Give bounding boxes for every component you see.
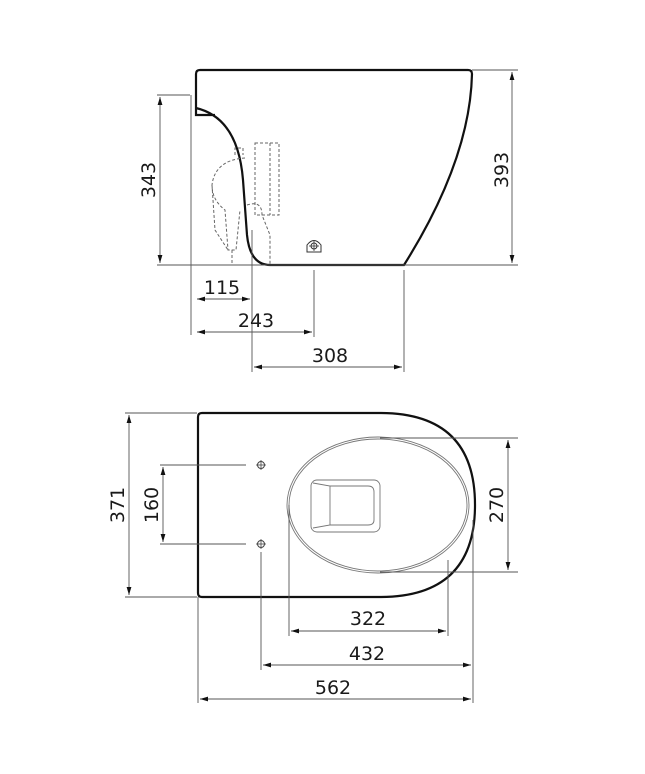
dim-label-243: 243 <box>238 310 274 332</box>
dim-label-270: 270 <box>486 487 508 523</box>
dim-label-432: 432 <box>349 643 385 665</box>
dim-fixing-offset: 243 <box>197 310 312 335</box>
dim-width-total: 371 <box>107 412 197 598</box>
dim-height-inlet: 343 <box>138 94 190 263</box>
dim-bowl-width: 270 <box>380 437 518 573</box>
dim-label-562: 562 <box>315 677 351 699</box>
top-view-outline <box>196 411 477 599</box>
side-view-outline <box>194 68 474 267</box>
dim-base-length: 308 <box>254 345 402 370</box>
top-view: 371 160 270 322 432 <box>107 411 518 703</box>
bowl-rim-inner <box>288 438 468 572</box>
dim-fixing-spacing: 160 <box>141 464 246 545</box>
dim-label-160: 160 <box>141 487 163 523</box>
bowl-rim-outer <box>286 436 470 574</box>
fixing-hole-icon <box>306 240 322 253</box>
dim-label-115: 115 <box>204 277 240 299</box>
dim-length-total: 562 <box>200 677 471 702</box>
dim-label-371: 371 <box>107 487 129 523</box>
dim-label-343: 343 <box>138 162 160 198</box>
dim-bowl-length: 322 <box>291 608 446 634</box>
dim-label-308: 308 <box>312 345 348 367</box>
dim-outlet-offset: 115 <box>197 277 250 302</box>
dim-label-393: 393 <box>491 152 513 188</box>
dim-fixing-to-front: 432 <box>263 643 471 668</box>
fixing-hole-bottom-icon <box>256 539 266 549</box>
dim-label-322: 322 <box>350 608 386 630</box>
outlet-icon <box>310 479 381 533</box>
side-view: 393 343 115 243 308 <box>138 68 518 372</box>
dim-height-total: 393 <box>407 69 518 266</box>
fixing-hole-top-icon <box>256 460 266 470</box>
dashed-flush-pipe <box>211 142 280 265</box>
